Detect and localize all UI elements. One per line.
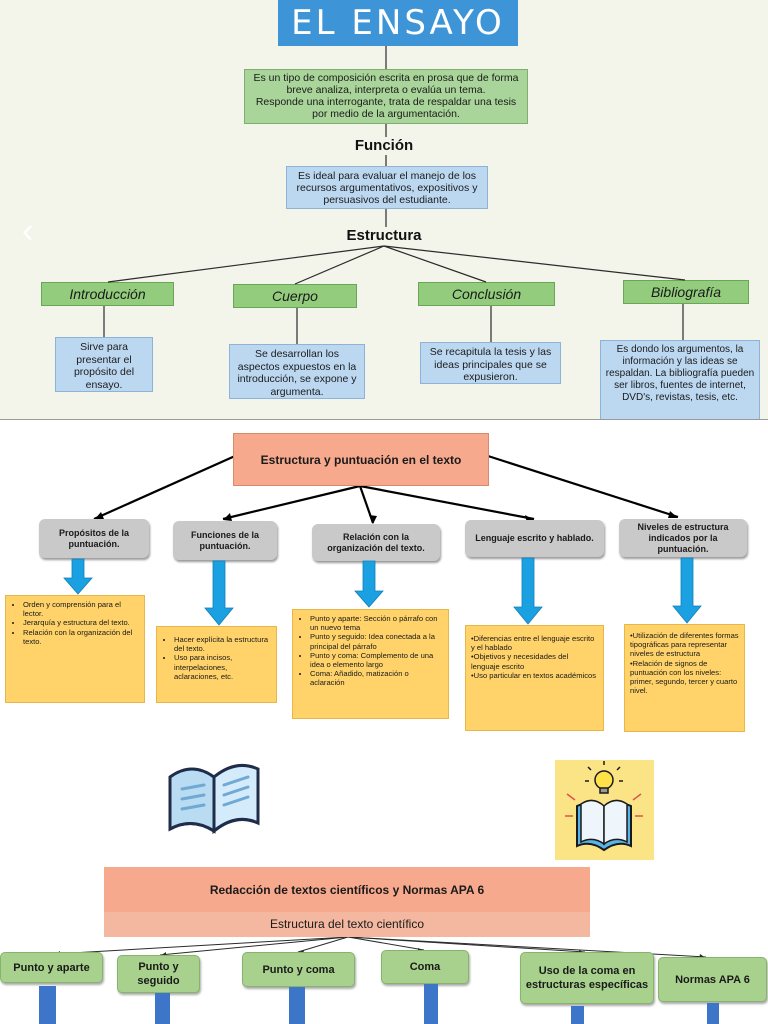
funcion-heading: Función	[354, 137, 414, 154]
apa-node-normas-apa: Normas APA 6	[658, 957, 767, 1002]
detail-lenguaje: •Diferencias entre el lenguaje escrito y…	[465, 625, 604, 731]
detail-funciones-list: Hacer explícita la estructura del texto.…	[162, 635, 271, 681]
detail-propositos-list: Orden y comprensión para el lector. Jera…	[11, 600, 139, 646]
introduccion-desc: Sirve para presentar el propósito del en…	[55, 337, 153, 392]
bibliografia-desc: Es dondo los argumentos, la información …	[600, 340, 760, 420]
detail-niveles: •Utilización de diferentes formas tipogr…	[624, 624, 745, 732]
apa-connector-bar	[571, 1006, 584, 1024]
list-item: Punto y coma: Complemento de una idea o …	[310, 651, 443, 669]
apa-connector-bar	[39, 986, 56, 1024]
detail-propositos: Orden y comprensión para el lector. Jera…	[5, 595, 145, 703]
apa-node-punto-seguido: Punto y seguido	[117, 955, 200, 993]
funcion-box: Es ideal para evaluar el manejo de los r…	[286, 166, 488, 209]
detail-lenguaje-text: •Diferencias entre el lenguaje escrito y…	[471, 634, 597, 680]
apa-connector-bar	[707, 1003, 719, 1024]
apa-connector-bar	[289, 987, 305, 1024]
apa-connector-bar	[155, 993, 170, 1024]
ensayo-definition-line1: Es un tipo de composición escrita en pro…	[253, 72, 519, 96]
list-item: Relación con la organización del texto.	[23, 628, 139, 646]
down-arrow-icon	[204, 560, 234, 626]
ensayo-title: EL ENSAYO	[278, 0, 518, 46]
down-arrow-icon	[513, 557, 543, 625]
part-cuerpo: Cuerpo	[233, 284, 357, 308]
ensayo-definition-box: Es un tipo de composición escrita en pro…	[244, 69, 528, 124]
open-book-icon	[162, 755, 266, 837]
branch-relacion: Relación con la organización del texto.	[312, 524, 440, 561]
cuerpo-desc: Se desarrollan los aspectos expuestos en…	[229, 344, 365, 399]
detail-relacion-list: Punto y aparte: Sección o párrafo con un…	[298, 614, 443, 688]
detail-funciones: Hacer explícita la estructura del texto.…	[156, 626, 277, 703]
apa-subtitle: Estructura del texto científico	[104, 912, 590, 937]
apa-connector-bar	[424, 984, 438, 1024]
apa-node-coma: Coma	[381, 950, 469, 984]
list-item: Coma: Añadido, matización o aclaración	[310, 669, 443, 687]
part-conclusion: Conclusión	[418, 282, 555, 306]
branch-propositos: Propósitos de la puntuación.	[39, 519, 149, 558]
prev-slide-icon[interactable]: ‹	[22, 212, 34, 250]
puntuacion-title: Estructura y puntuación en el texto	[233, 433, 489, 486]
down-arrow-icon	[672, 557, 702, 624]
apa-node-uso-coma: Uso de la coma en estructuras específica…	[520, 952, 654, 1004]
list-item: Punto y seguido: Idea conectada a la pri…	[310, 632, 443, 650]
apa-node-punto-aparte: Punto y aparte	[0, 952, 103, 983]
list-item: Uso para incisos, interpelaciones, aclar…	[174, 653, 271, 681]
apa-node-punto-coma: Punto y coma	[242, 952, 355, 987]
detail-niveles-text: •Utilización de diferentes formas tipogr…	[630, 631, 739, 696]
down-arrow-icon	[354, 560, 384, 608]
ensayo-definition-line2: Responde una interrogante, trata de resp…	[255, 96, 517, 120]
branch-funciones: Funciones de la puntuación.	[173, 521, 277, 560]
list-item: Jerarquía y estructura del texto.	[23, 618, 139, 627]
list-item: Orden y comprensión para el lector.	[23, 600, 139, 618]
branch-lenguaje: Lenguaje escrito y hablado.	[465, 520, 604, 557]
list-item: Hacer explícita la estructura del texto.	[174, 635, 271, 653]
section-divider	[0, 419, 768, 420]
conclusion-desc: Se recapitula la tesis y las ideas princ…	[420, 342, 561, 384]
reading-lightbulb-icon	[555, 760, 654, 860]
part-bibliografia: Bibliografía	[623, 280, 749, 304]
down-arrow-icon	[63, 558, 93, 595]
branch-niveles: Niveles de estructura indicados por la p…	[619, 519, 747, 557]
part-introduccion: Introducción	[41, 282, 174, 306]
list-item: Punto y aparte: Sección o párrafo con un…	[310, 614, 443, 632]
apa-title: Redacción de textos científicos y Normas…	[104, 867, 590, 912]
detail-relacion: Punto y aparte: Sección o párrafo con un…	[292, 609, 449, 719]
estructura-heading: Estructura	[346, 227, 422, 244]
ensayo-section: EL ENSAYO Es un tipo de composición escr…	[0, 0, 768, 420]
